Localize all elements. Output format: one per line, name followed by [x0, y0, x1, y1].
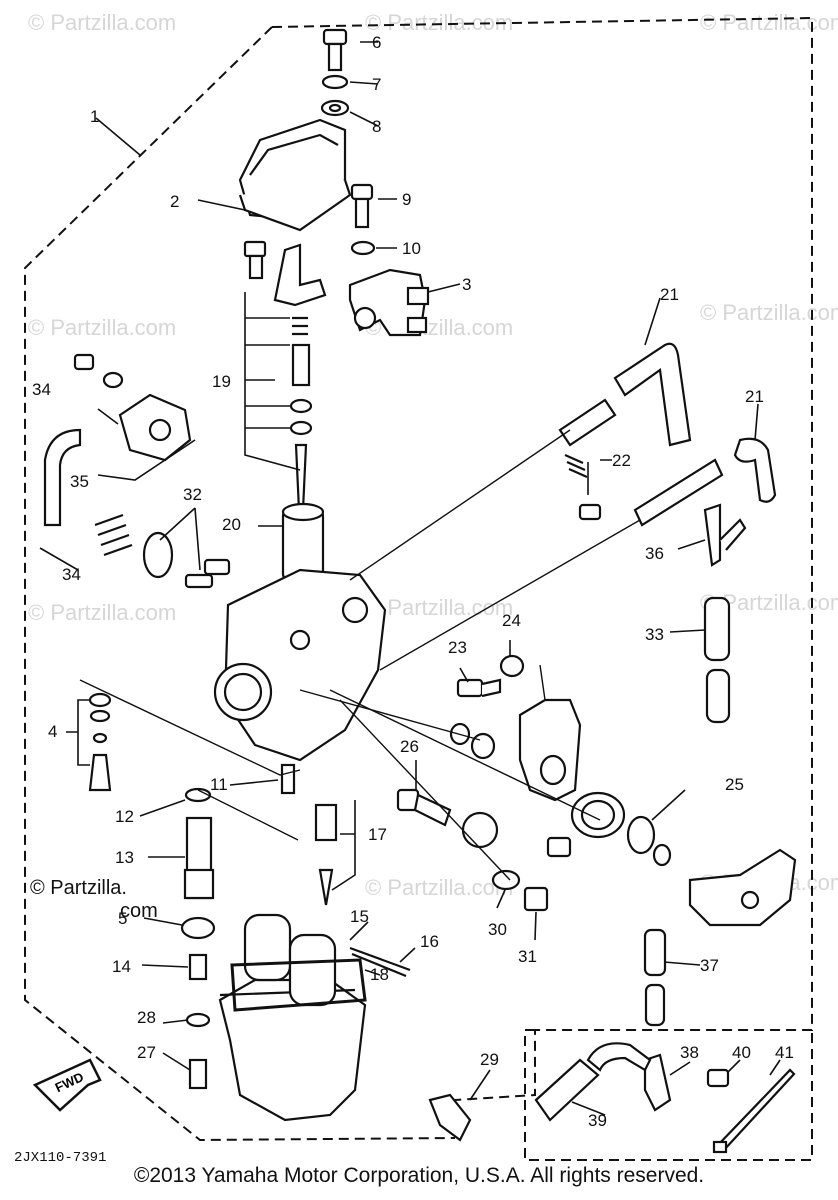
watermark: © Partzilla.com	[700, 10, 838, 35]
callout-number: 40	[732, 1043, 751, 1062]
callout-number: 9	[402, 190, 411, 209]
callout-number: 19	[212, 372, 231, 391]
callout-number: 10	[402, 239, 421, 258]
watermark: © Partzilla.com	[700, 300, 838, 325]
callout-number: 16	[420, 932, 439, 951]
callout-number: 6	[372, 33, 381, 52]
callout-number: 35	[70, 472, 89, 491]
copyright-watermark: com	[120, 900, 158, 922]
callout-number: 15	[350, 907, 369, 926]
callout-number: 17	[368, 825, 387, 844]
copyright-watermark: © Partzilla.	[30, 877, 127, 899]
callout-number: 25	[725, 775, 744, 794]
callout-number: 31	[518, 947, 537, 966]
callout-number: 20	[222, 515, 241, 534]
callout-number: 24	[502, 611, 521, 630]
callout-number: 21	[745, 387, 764, 406]
callout-number: 23	[448, 638, 467, 657]
callout-number: 11	[210, 775, 228, 794]
callout-number: 22	[612, 451, 631, 470]
callout-number: 18	[370, 965, 389, 984]
callout-number: 3	[462, 275, 471, 294]
callout-number: 36	[645, 544, 664, 563]
callout-number: 26	[400, 737, 419, 756]
watermark: © Partzilla.com	[365, 875, 514, 900]
callout-number: 37	[700, 956, 719, 975]
diagram-code: 2JX110-7391	[14, 1150, 107, 1166]
callout-number: 39	[588, 1111, 607, 1130]
watermark: © Partzilla.com	[28, 600, 177, 625]
callout-number: 34	[32, 380, 51, 399]
callout-number: 28	[137, 1008, 156, 1027]
callout-number: 14	[112, 957, 131, 976]
callout-number: 27	[137, 1043, 156, 1062]
callout-number: 13	[115, 848, 134, 867]
callout-number: 12	[115, 807, 134, 826]
callout-number: 29	[480, 1050, 499, 1069]
callout-number: 4	[48, 722, 57, 741]
callout-number: 5	[118, 909, 127, 928]
callout-number: 30	[488, 920, 507, 939]
callout-number: 33	[645, 625, 664, 644]
callout-number: 2	[170, 192, 179, 211]
callout-number: 1	[90, 107, 99, 126]
callout-number: 21	[660, 285, 679, 304]
copyright-footer: ©2013 Yamaha Motor Corporation, U.S.A. A…	[133, 1164, 705, 1187]
callout-number: 34	[62, 565, 81, 584]
callout-number: 7	[372, 75, 381, 94]
callout-number: 32	[183, 485, 202, 504]
callout-number: 8	[372, 117, 381, 136]
callout-number: 38	[680, 1043, 699, 1062]
watermark: © Partzilla.com	[28, 315, 177, 340]
callout-number: 41	[775, 1043, 794, 1062]
watermark: © Partzilla.com	[28, 10, 177, 35]
